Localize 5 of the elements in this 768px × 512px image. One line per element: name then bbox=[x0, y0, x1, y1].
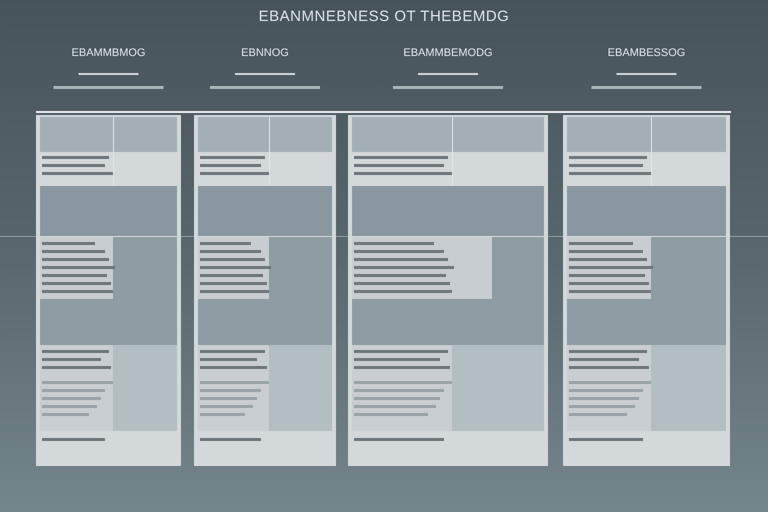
column-heading: EBNNOG bbox=[241, 47, 289, 59]
column-heading: EBAMMBMOG bbox=[72, 47, 146, 59]
column-heading: EBAMBESSOG bbox=[608, 47, 686, 59]
diagram-title: EBANMNEBNESS OT THEBEMDG bbox=[258, 8, 510, 25]
column-heading: EBAMMBEMODG bbox=[403, 47, 493, 59]
